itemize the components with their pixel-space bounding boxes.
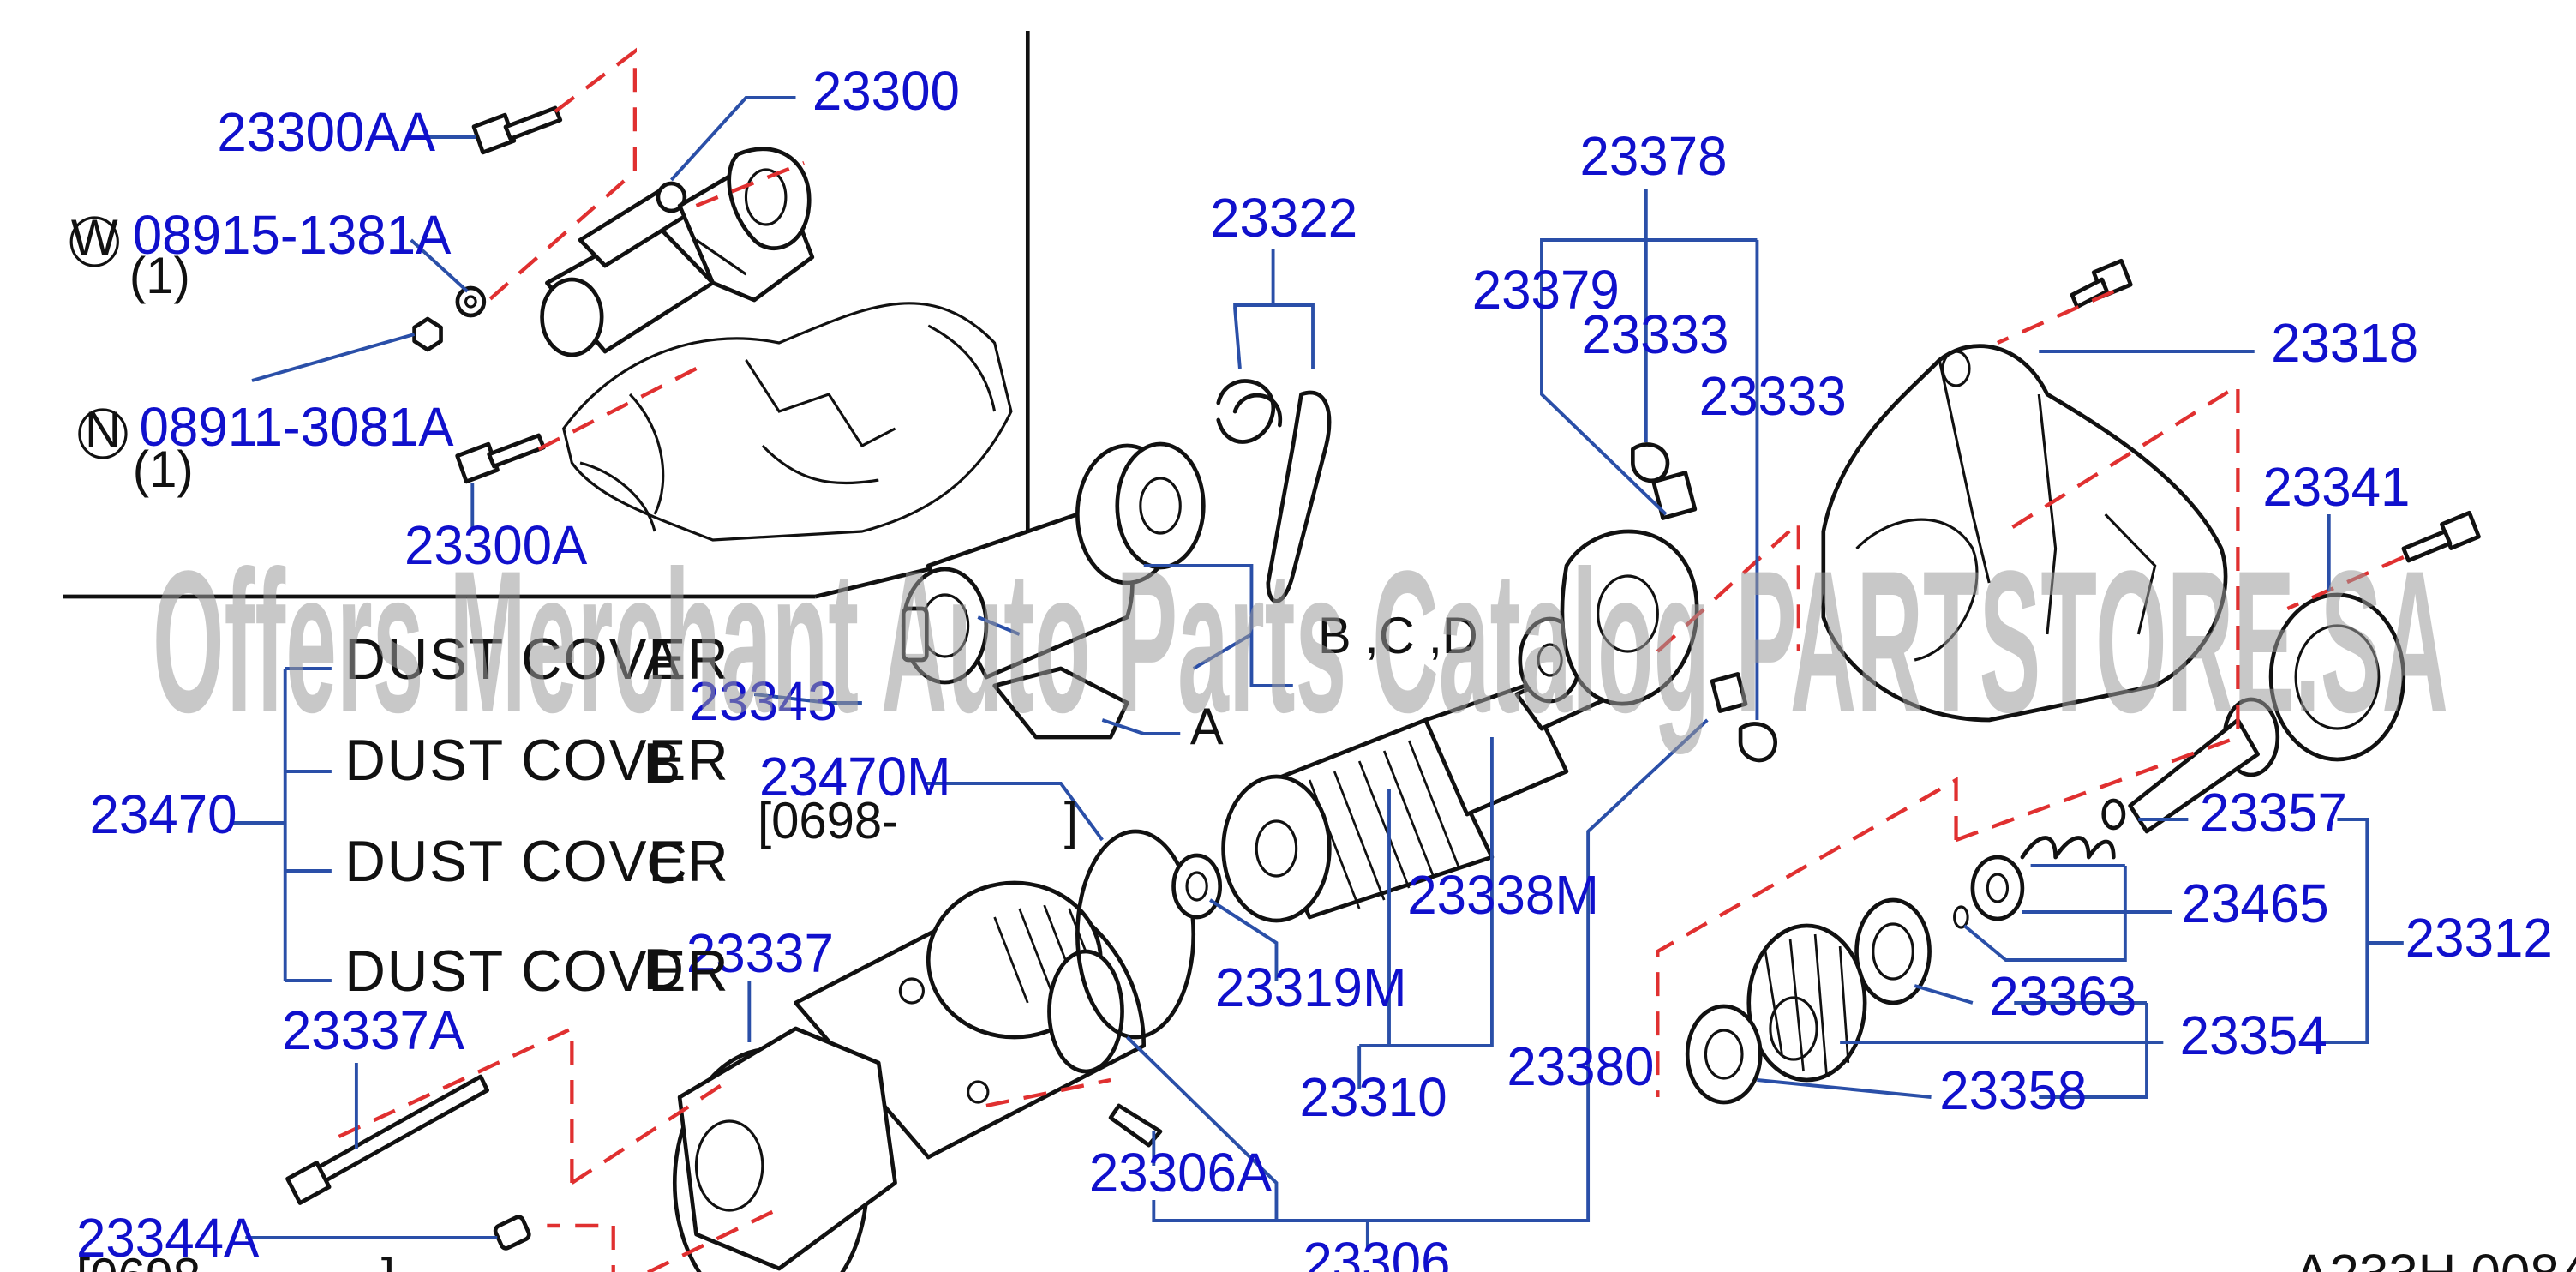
label-23470[interactable]: 23470 bbox=[89, 784, 237, 845]
label-23318[interactable]: 23318 bbox=[2271, 313, 2418, 374]
engine-block-illustration bbox=[562, 302, 1013, 542]
label-23306A[interactable]: 23306A bbox=[1089, 1143, 1272, 1203]
seal-ring-23470M bbox=[1075, 829, 1196, 1040]
label-23306[interactable]: 23306 bbox=[1303, 1232, 1450, 1272]
diagram-code: A233H 0084 bbox=[2294, 1244, 2576, 1272]
housing-bolts bbox=[2070, 258, 2481, 563]
ref-bcd: B ,C ,D bbox=[1318, 607, 1478, 664]
label-23322[interactable]: 23322 bbox=[1210, 188, 1357, 249]
label-23470M[interactable]: 23470M bbox=[759, 747, 951, 807]
qty-washer: (1) bbox=[129, 247, 190, 304]
brush-holder bbox=[1560, 442, 1777, 763]
label-23344A[interactable]: 23344A bbox=[76, 1208, 259, 1269]
label-23337A[interactable]: 23337A bbox=[282, 1000, 464, 1061]
date-23470M-start: [0698- bbox=[758, 792, 899, 849]
label-23378[interactable]: 23378 bbox=[1579, 126, 1727, 187]
label-23343[interactable]: 23343 bbox=[690, 671, 837, 732]
date-23344A-end: ] bbox=[381, 1248, 395, 1272]
label-23354[interactable]: 23354 bbox=[2180, 1005, 2327, 1066]
dust-cover-c-letter: C bbox=[646, 831, 688, 896]
dust-cover-b-letter: B bbox=[644, 731, 683, 796]
yoke-assembly bbox=[672, 880, 1147, 1272]
svg-text:W: W bbox=[71, 209, 118, 267]
starter-assembly-small bbox=[540, 147, 815, 357]
watermark: Offers Merchant Auto Parts Catalog PARTS… bbox=[153, 530, 2448, 755]
notes: (1) (1) [0698- ] [0698- ] B ,C ,D A bbox=[76, 247, 1478, 1272]
label-23300A[interactable]: 23300A bbox=[404, 515, 587, 576]
bearings-and-clutch-gear bbox=[1685, 897, 1932, 1105]
bearing-23319M bbox=[1171, 853, 1223, 920]
label-23310[interactable]: 23310 bbox=[1300, 1067, 1447, 1128]
label-23338M[interactable]: 23338M bbox=[1407, 865, 1599, 926]
dust-cover-c-name: DUST COVER bbox=[344, 829, 729, 894]
label-23337[interactable]: 23337 bbox=[686, 923, 834, 984]
label-23358[interactable]: 23358 bbox=[1939, 1060, 2087, 1121]
label-23312[interactable]: 23312 bbox=[2405, 908, 2553, 969]
leader-lines bbox=[231, 96, 2404, 1251]
plunger-springs bbox=[1075, 379, 1332, 603]
dust-cover-list: DUST COVER A DUST COVER B DUST COVER C D… bbox=[344, 627, 729, 1004]
part-labels: 23300AA 23300 08915-1381A 08911-3081A 23… bbox=[76, 61, 2553, 1272]
spring-and-collar-23465 bbox=[1953, 836, 2116, 929]
dust-cover-a-name: DUST COVER bbox=[344, 627, 729, 692]
label-23379[interactable]: 23379 bbox=[1472, 260, 1620, 321]
label-23333-a[interactable]: 23333 bbox=[1581, 304, 1728, 365]
through-bolt-and-screws bbox=[285, 1074, 1163, 1251]
label-23357[interactable]: 23357 bbox=[2200, 783, 2347, 843]
label-23465[interactable]: 23465 bbox=[2182, 873, 2329, 934]
date-23470M-end: ] bbox=[1064, 792, 1078, 849]
label-23319M[interactable]: 23319M bbox=[1215, 957, 1407, 1018]
label-23363[interactable]: 23363 bbox=[1989, 966, 2136, 1027]
label-23380[interactable]: 23380 bbox=[1507, 1036, 1654, 1097]
label-23300AA[interactable]: 23300AA bbox=[217, 102, 435, 163]
symbol-n-circle: N bbox=[78, 401, 128, 459]
pinion-shaft-23357 bbox=[2101, 697, 2280, 834]
symbol-w-circle: W bbox=[69, 209, 119, 267]
label-23341[interactable]: 23341 bbox=[2262, 457, 2410, 518]
gear-housing-23318 bbox=[1821, 344, 2228, 723]
dust-cover-d-name: DUST COVER bbox=[344, 939, 729, 1004]
svg-text:N: N bbox=[85, 401, 121, 459]
ref-a: A bbox=[1190, 698, 1224, 755]
dust-cover-d-letter: D bbox=[644, 937, 686, 1002]
magnetic-switch-assembly bbox=[901, 512, 1145, 740]
inset-cutlines bbox=[488, 47, 805, 451]
main-cutlines bbox=[331, 289, 2405, 1272]
qty-nut: (1) bbox=[133, 441, 194, 498]
date-23344A-start: [0698- bbox=[76, 1248, 218, 1272]
inset-bolts bbox=[412, 105, 563, 484]
label-08911-3081A[interactable]: 08911-3081A bbox=[139, 397, 453, 458]
label-23300[interactable]: 23300 bbox=[812, 61, 960, 122]
label-08915-1381A[interactable]: 08915-1381A bbox=[133, 205, 452, 266]
dust-cover-b-name: DUST COVER bbox=[344, 728, 729, 793]
retainer-ring-23341 bbox=[2268, 592, 2406, 762]
label-23333-b[interactable]: 23333 bbox=[1699, 366, 1847, 427]
dust-cover-a-letter: A bbox=[644, 627, 683, 692]
